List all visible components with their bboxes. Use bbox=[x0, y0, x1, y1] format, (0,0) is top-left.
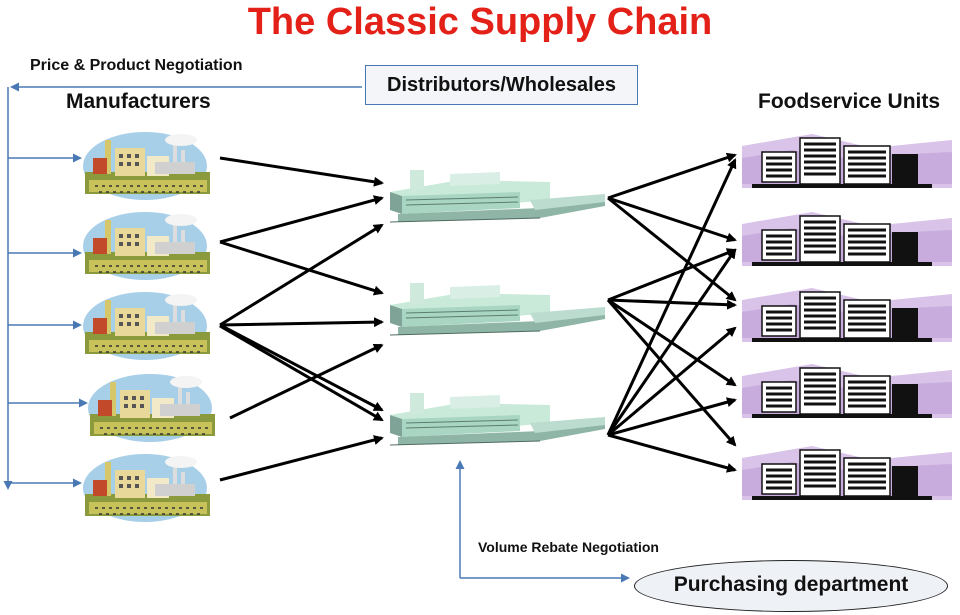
factory-icon bbox=[87, 373, 216, 443]
office-building-icon bbox=[740, 210, 954, 268]
factory-icon bbox=[82, 131, 211, 201]
flow-arrow bbox=[219, 223, 384, 327]
price-negotiation-bracket bbox=[3, 82, 362, 490]
price-negotiation-label: Price & Product Negotiation bbox=[30, 57, 243, 74]
flow-arrow bbox=[607, 248, 737, 302]
manufacturers-column bbox=[82, 131, 216, 523]
flow-arrow bbox=[606, 299, 737, 447]
flow-arrow bbox=[606, 248, 737, 436]
foodservice-column bbox=[740, 132, 954, 502]
volume-rebate-bracket bbox=[455, 460, 630, 583]
flow-arrow bbox=[219, 195, 384, 244]
flow-arrow bbox=[607, 196, 737, 302]
page-title: The Classic Supply Chain bbox=[247, 1, 713, 43]
distributors-label-box: Distributors/Wholesales bbox=[365, 65, 638, 105]
manufacturer-distributor-arrows bbox=[219, 156, 384, 482]
flow-arrow bbox=[607, 433, 737, 473]
flow-arrow bbox=[607, 196, 737, 243]
flow-arrow bbox=[607, 152, 737, 200]
flow-arrow bbox=[219, 240, 384, 296]
flow-arrow bbox=[219, 435, 384, 482]
foodservice-label: Foodservice Units bbox=[758, 90, 941, 113]
factory-icon bbox=[82, 291, 211, 361]
office-building-icon bbox=[740, 132, 954, 190]
flow-arrow bbox=[607, 298, 737, 310]
office-building-icon bbox=[740, 362, 954, 420]
flow-arrow bbox=[606, 158, 737, 436]
warehouse-icon bbox=[389, 392, 606, 446]
purchasing-department-ellipse: Purchasing department bbox=[634, 560, 948, 612]
flow-arrow bbox=[607, 397, 737, 437]
flow-arrow bbox=[607, 326, 737, 437]
manufacturers-label: Manufacturers bbox=[66, 90, 211, 113]
flow-arrow bbox=[219, 317, 384, 328]
flow-arrow bbox=[219, 156, 384, 187]
factory-icon bbox=[82, 211, 211, 281]
factory-icon bbox=[82, 453, 211, 523]
flow-arrow bbox=[219, 324, 384, 422]
warehouse-icon bbox=[389, 282, 606, 336]
office-building-icon bbox=[740, 444, 954, 502]
distributors-column bbox=[389, 169, 606, 446]
flow-arrow bbox=[229, 343, 384, 420]
flow-arrow bbox=[219, 323, 384, 412]
distributor-foodservice-arrows bbox=[606, 152, 737, 473]
warehouse-icon bbox=[389, 169, 606, 223]
office-building-icon bbox=[740, 286, 954, 344]
volume-rebate-label: Volume Rebate Negotiation bbox=[478, 539, 659, 555]
